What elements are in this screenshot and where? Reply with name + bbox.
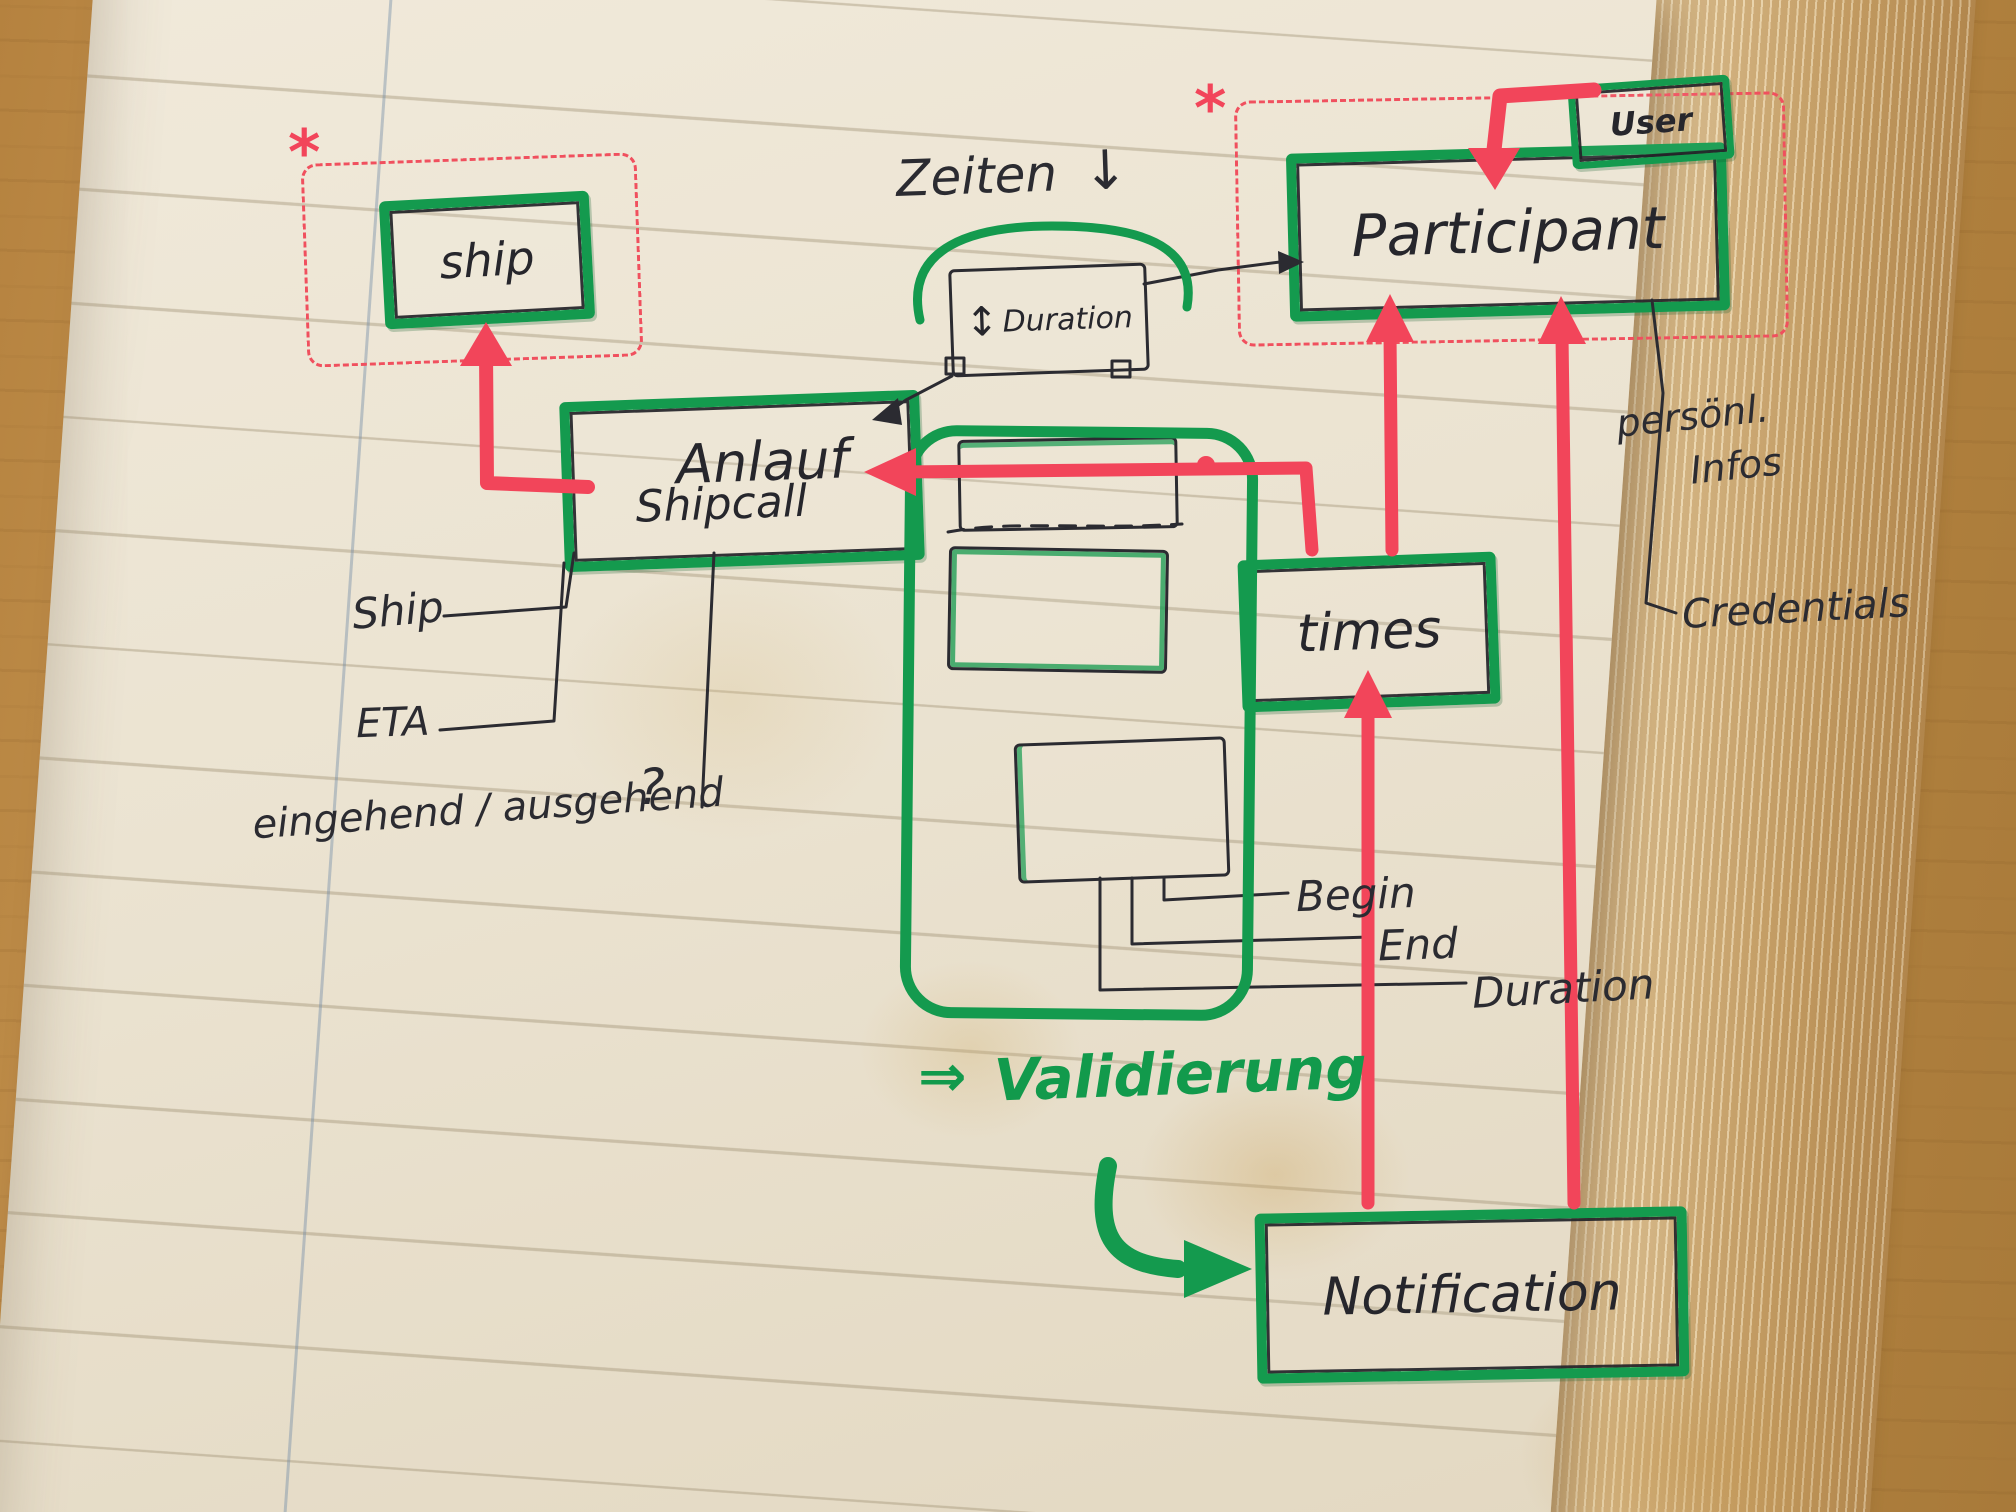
duration-entity-label: Duration — [1002, 299, 1134, 340]
down-arrow-icon: ↓ — [1081, 137, 1130, 203]
ship-entity-box: ship — [378, 190, 596, 330]
validierung-label: Validierung — [992, 1033, 1368, 1115]
zeiten-text: Zeiten — [895, 144, 1059, 209]
notification-entity-box: Notification — [1254, 1206, 1690, 1384]
duration-entity-box: ↕ Duration — [948, 262, 1150, 378]
inner-box-1 — [957, 436, 1179, 532]
notification-entity-label: Notification — [1321, 1262, 1623, 1328]
shipcall-labels: Anlauf Shipcall — [633, 427, 851, 533]
user-entity-label: User — [1608, 100, 1694, 144]
participant-entity-label: Participant — [1350, 193, 1666, 271]
participant-entity-box: Participant — [1285, 142, 1731, 322]
eta-attr-label: ETA — [355, 698, 431, 748]
ship-entity-label: ship — [438, 230, 536, 290]
times-entity-box: times — [1237, 551, 1501, 713]
ship-attr-label: Ship — [350, 582, 446, 639]
asterisk-ship: * — [288, 116, 321, 189]
user-entity-box: User — [1567, 74, 1735, 170]
inner-box-3 — [1013, 736, 1231, 884]
asterisk-participant: * — [1194, 72, 1227, 145]
zeiten-annotation: Zeiten ↓ — [895, 138, 1129, 209]
shipcall-entity-box: Anlauf Shipcall — [559, 389, 925, 573]
times-entity-label: times — [1295, 599, 1443, 665]
duration-attr-label: Duration — [1470, 959, 1656, 1018]
shipcall-label-secondary: Shipcall — [634, 475, 808, 533]
inner-box-2 — [946, 546, 1170, 674]
begin-attr-label: Begin — [1295, 867, 1417, 922]
updown-arrow-icon: ↕ — [964, 298, 1000, 346]
end-attr-label: End — [1377, 918, 1459, 971]
coffee-stain — [560, 560, 900, 840]
validierung-arrow-icon: ⇒ — [918, 1042, 967, 1110]
inout-question-mark: ? — [638, 758, 665, 816]
